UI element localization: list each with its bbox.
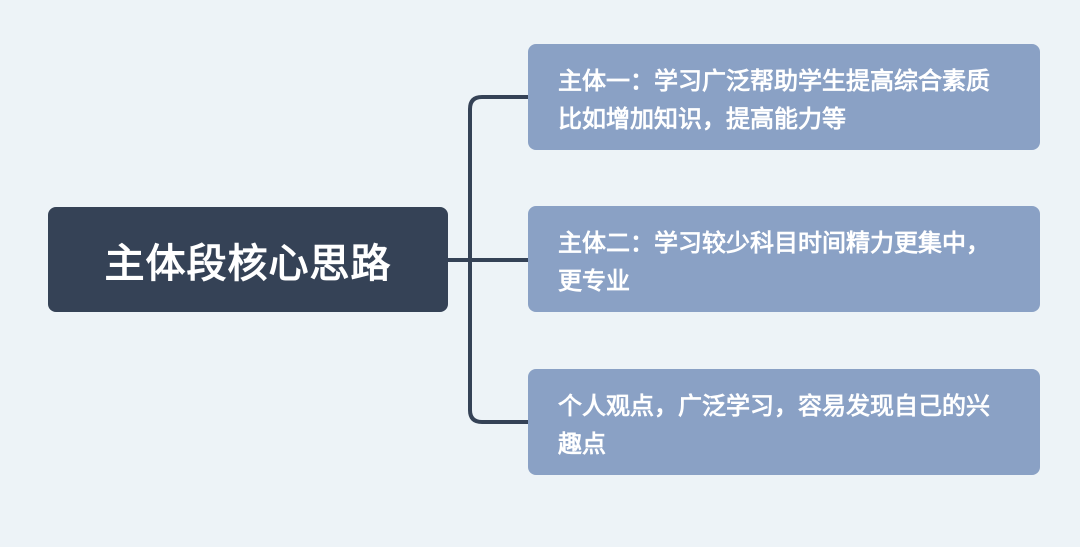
- root-node-label: 主体段核心思路: [104, 240, 392, 287]
- child-node-label: 主体一：学习广泛帮助学生提高综合素质比如增加知识，提高能力等: [558, 67, 990, 133]
- child-node-label: 个人观点，广泛学习，容易发现自己的兴趣点: [558, 392, 990, 458]
- child-node-2[interactable]: 主体二：学习较少科目时间精力更集中，更专业: [528, 206, 1040, 312]
- child-node-1[interactable]: 主体一：学习广泛帮助学生提高综合素质比如增加知识，提高能力等: [528, 44, 1040, 150]
- child-node-label: 主体二：学习较少科目时间精力更集中，更专业: [558, 229, 990, 295]
- child-node-3[interactable]: 个人观点，广泛学习，容易发现自己的兴趣点: [528, 369, 1040, 475]
- root-node[interactable]: 主体段核心思路: [48, 207, 448, 312]
- connector-branch-top: [468, 95, 528, 424]
